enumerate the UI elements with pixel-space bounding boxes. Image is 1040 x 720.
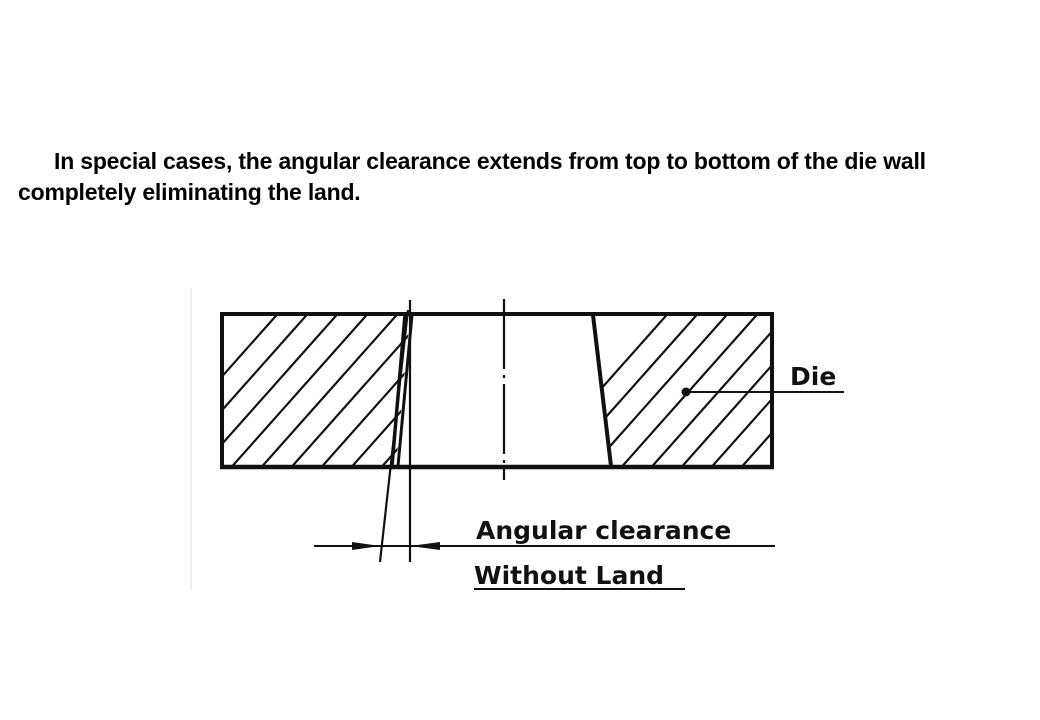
die-leader [681, 387, 844, 397]
angular-clearance-label: Angular clearance [476, 516, 731, 545]
clearance-dimension-line [314, 542, 775, 550]
dimension-arrow-right-icon [410, 542, 440, 550]
die-label: Die [790, 362, 836, 391]
clearance-extension-lines [378, 300, 412, 563]
without-land-label: Without Land [474, 561, 664, 590]
left-die-hatching [222, 315, 410, 466]
slide-caption: In special cases, the angular clearance … [18, 148, 926, 205]
dimension-arrow-left-icon [352, 542, 380, 550]
